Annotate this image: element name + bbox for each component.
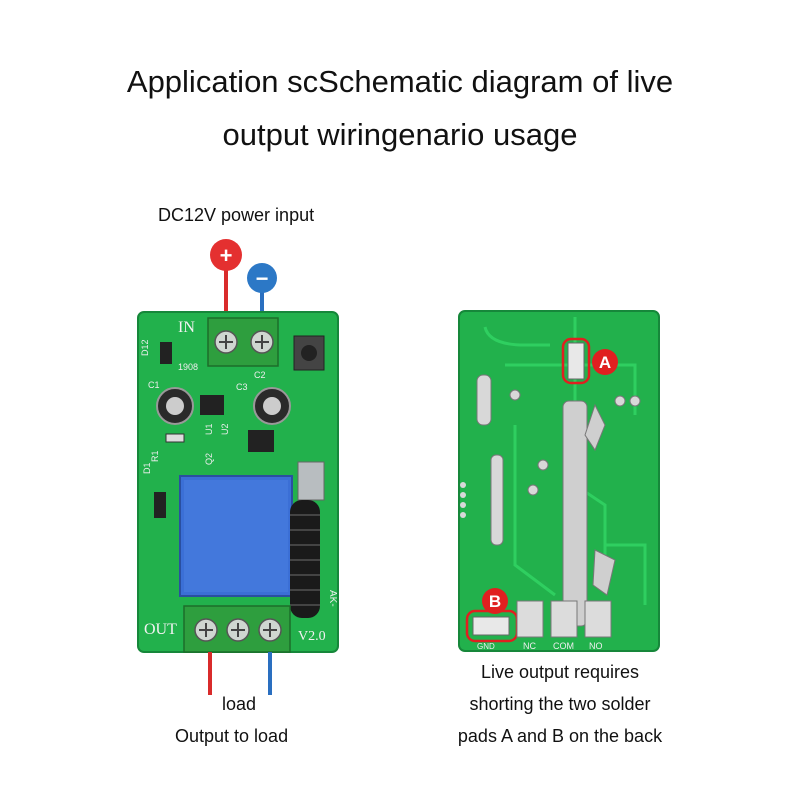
oscillator — [297, 461, 325, 501]
version-label: V2.0 — [298, 629, 326, 644]
diagram-title-line-1: Application scSchematic diagram of live — [126, 64, 674, 99]
out-label: OUT — [144, 621, 177, 638]
note-line-3: pads A and B on the back — [457, 726, 663, 746]
svg-text:C1: C1 — [148, 380, 160, 390]
com-label: COM — [553, 641, 574, 651]
no-label: NO — [589, 641, 603, 651]
marker-a-outline — [561, 337, 591, 385]
marker-a-label: A — [599, 353, 611, 372]
nc-label: NC — [523, 641, 536, 651]
terminal-pad-com — [550, 600, 578, 638]
terminal-pad-no — [584, 600, 612, 638]
svg-text:U2: U2 — [220, 423, 230, 435]
solder-pad — [476, 374, 492, 426]
svg-text:AK-: AK- — [327, 590, 338, 607]
svg-text:1908: 1908 — [178, 362, 198, 372]
svg-text:D12: D12 — [140, 339, 150, 356]
marker-b-badge — [482, 588, 508, 614]
note-line-1: Live output requires — [480, 662, 640, 682]
output-to-load-label: Output to load — [175, 726, 289, 746]
ic-chip — [248, 430, 274, 452]
marker-b-label: B — [489, 592, 501, 611]
svg-text:U1: U1 — [204, 423, 214, 435]
front-board-diagram: + − IN D12 1908 C1 C3 C2 U1 U2 Q2 R1 D1 — [137, 239, 339, 695]
solder-pad — [490, 454, 504, 546]
plus-marker — [210, 239, 242, 271]
regulator-u1 — [200, 395, 224, 415]
minus-sign: − — [256, 266, 269, 291]
relay-trace-pad — [562, 400, 588, 627]
gnd-label: GND — [477, 642, 495, 651]
marker-a-badge — [592, 349, 618, 375]
diode-d2 — [154, 492, 166, 518]
diode-d12 — [160, 342, 172, 364]
back-board-diagram: A B GND NC COM NO — [458, 310, 660, 652]
solder-pad-a — [567, 342, 585, 380]
diagram-title-line-2: output wiringenario usage — [222, 117, 578, 152]
terminal-pad-nc — [516, 600, 544, 638]
minus-marker — [247, 263, 277, 293]
solder-pad-b — [472, 616, 510, 636]
antenna-coil — [290, 500, 320, 618]
plus-sign: + — [220, 243, 233, 268]
load-label: load — [222, 694, 257, 714]
note-line-2: shorting the two solder — [469, 694, 651, 714]
svg-text:C2: C2 — [254, 370, 266, 380]
smd-part — [165, 433, 185, 443]
power-input-label: DC12V power input — [158, 205, 315, 225]
svg-text:D1: D1 — [142, 462, 152, 474]
in-label: IN — [178, 319, 195, 336]
svg-text:Q2: Q2 — [204, 453, 214, 465]
svg-text:C3: C3 — [236, 382, 248, 392]
svg-text:R1: R1 — [150, 450, 160, 462]
